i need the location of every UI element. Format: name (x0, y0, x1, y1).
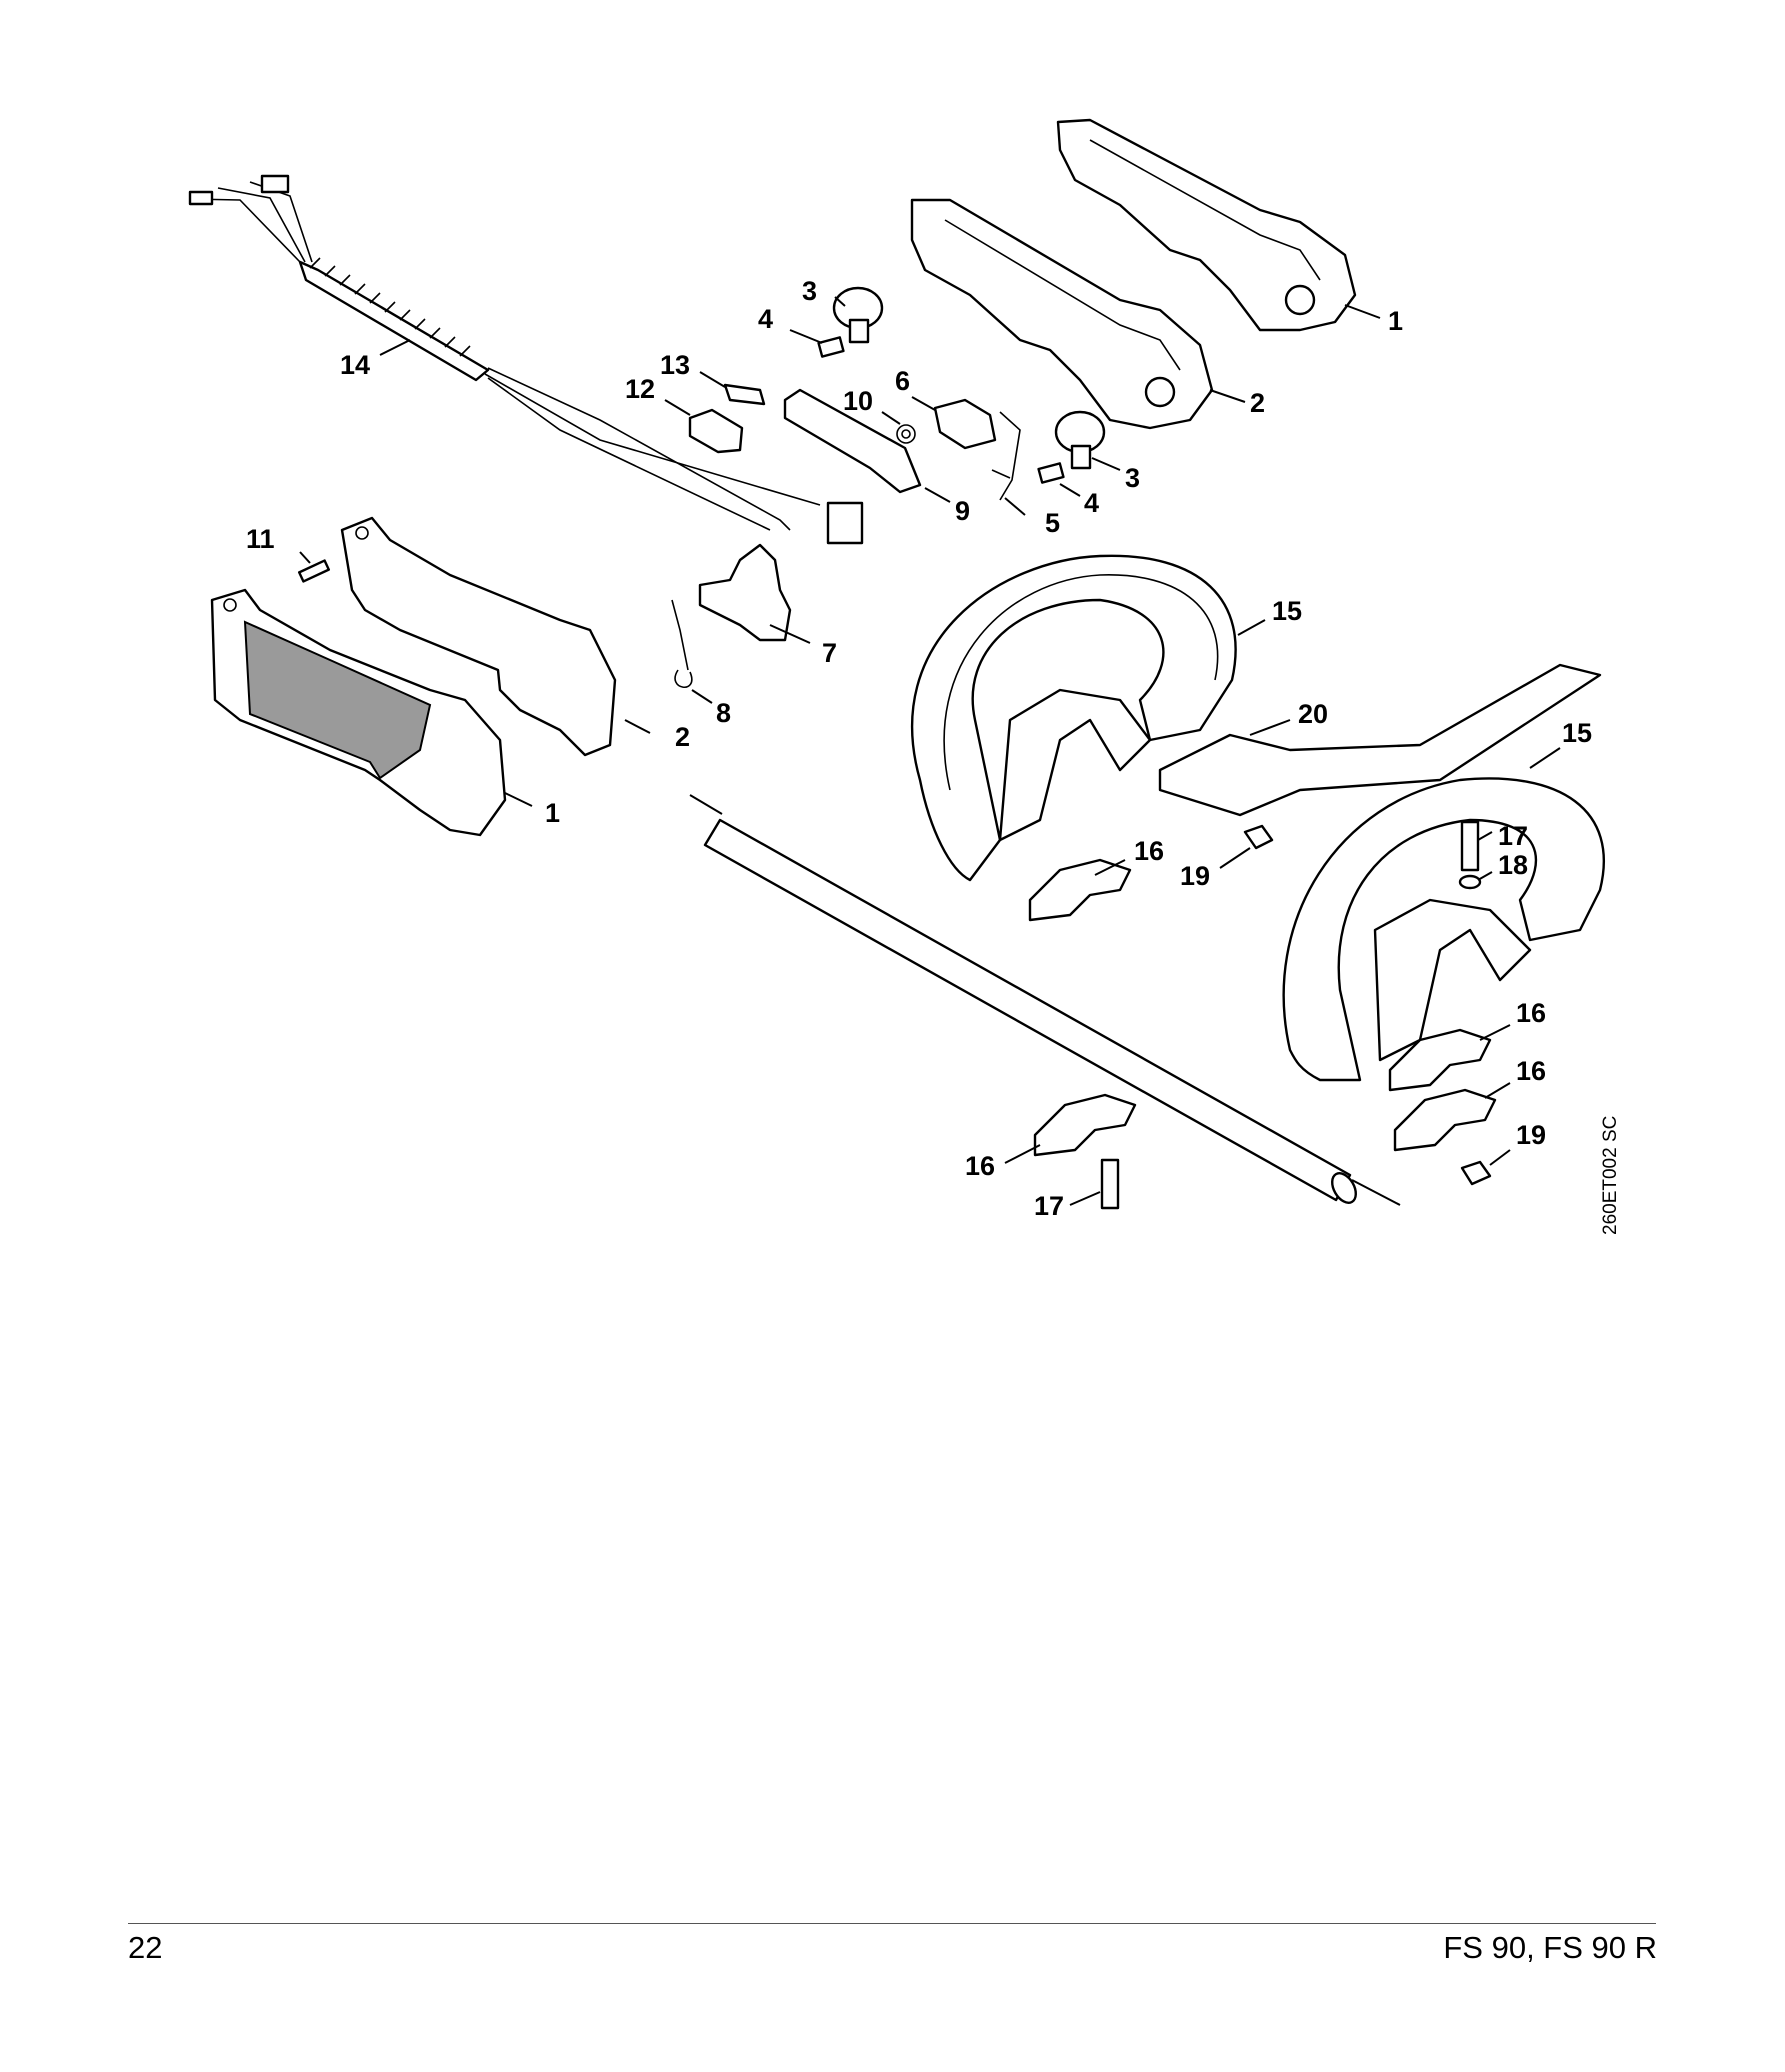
callout-6: 6 (895, 366, 910, 396)
drive-tube (689, 794, 1401, 1206)
torsion-spring-10 (896, 424, 916, 444)
footer-divider (128, 1923, 1656, 1924)
callout-3-lower: 3 (1125, 463, 1140, 493)
callout-12: 12 (625, 374, 655, 404)
screw-4-lower (1037, 462, 1065, 484)
callout-4-upper: 4 (758, 304, 773, 334)
drawing-code: 260ET002 SC (1600, 1116, 1621, 1235)
cover-13 (723, 383, 766, 406)
callout-16-right-b: 16 (1516, 1056, 1546, 1086)
callout-19-lower: 19 (1516, 1120, 1546, 1150)
interlock-lever-6 (933, 398, 997, 450)
clamp-16-upper (1028, 858, 1132, 922)
callout-15-lower: 15 (1562, 718, 1592, 748)
callout-16-lower: 16 (965, 1151, 995, 1181)
callout-labels: 1 2 3 4 3 4 5 6 7 8 9 10 11 12 13 14 15 … (246, 276, 1592, 1221)
spring-8 (671, 599, 693, 688)
callout-9: 9 (955, 496, 970, 526)
throttle-trigger-9 (783, 388, 922, 494)
callout-11: 11 (246, 524, 275, 554)
bolt-17-upper (1460, 820, 1480, 872)
rear-handle-half-top-2 (910, 198, 1214, 430)
callout-2-top: 2 (1250, 388, 1265, 418)
callout-20: 20 (1298, 699, 1328, 729)
callout-7: 7 (822, 638, 837, 668)
callout-1-top: 1 (1388, 306, 1403, 336)
leader-lines (299, 296, 1561, 1206)
slide-12 (688, 408, 744, 454)
page-number: 22 (128, 1930, 163, 1965)
callout-5: 5 (1045, 508, 1060, 538)
loop-handle-upper-15 (910, 554, 1237, 882)
nut-19-upper (1243, 824, 1274, 850)
bolt-17-lower (1100, 1158, 1120, 1210)
clamp-3-lower (1054, 410, 1106, 470)
callout-19-upper: 19 (1180, 861, 1210, 891)
exploded-parts-diagram: 1 2 3 4 3 4 5 6 7 8 9 10 11 12 13 14 15 … (188, 118, 1621, 1235)
rear-handle-half-bottom-2 (340, 516, 617, 757)
rear-handle-half-top-1 (1056, 118, 1357, 332)
callout-3-upper: 3 (802, 276, 817, 306)
callout-16-right-a: 16 (1516, 998, 1546, 1028)
model-label: FS 90, FS 90 R (1443, 1930, 1657, 1965)
clamp-16-right-a (1388, 1028, 1492, 1092)
callout-15-upper: 15 (1272, 596, 1302, 626)
loop-handle-lower-15 (1282, 777, 1606, 1082)
throttle-trigger-assembly-7 (698, 543, 792, 642)
rear-handle-half-bottom-1 (210, 588, 507, 837)
callout-10: 10 (843, 386, 873, 416)
callout-1-bottom: 1 (545, 798, 560, 828)
callout-14: 14 (340, 350, 370, 380)
washer-18 (1458, 874, 1482, 890)
callout-8: 8 (716, 698, 731, 728)
callout-18: 18 (1498, 850, 1528, 880)
callout-13: 13 (660, 350, 690, 380)
callout-17-lower: 17 (1034, 1191, 1064, 1221)
clamp-3-upper (832, 286, 884, 344)
callout-2-bottom: 2 (675, 722, 690, 752)
screw-11 (297, 559, 331, 583)
clamp-16-right-b (1393, 1088, 1497, 1152)
callout-17-upper: 17 (1498, 821, 1528, 851)
screw-4-upper (817, 336, 845, 358)
handle-bracket-20 (1158, 663, 1602, 817)
throttle-cable (188, 174, 864, 545)
nut-19-lower (1460, 1160, 1492, 1186)
spring-5 (991, 411, 1021, 501)
clamp-16-lower (1033, 1093, 1137, 1157)
callout-4-lower: 4 (1084, 488, 1099, 518)
callout-16-upper: 16 (1134, 836, 1164, 866)
